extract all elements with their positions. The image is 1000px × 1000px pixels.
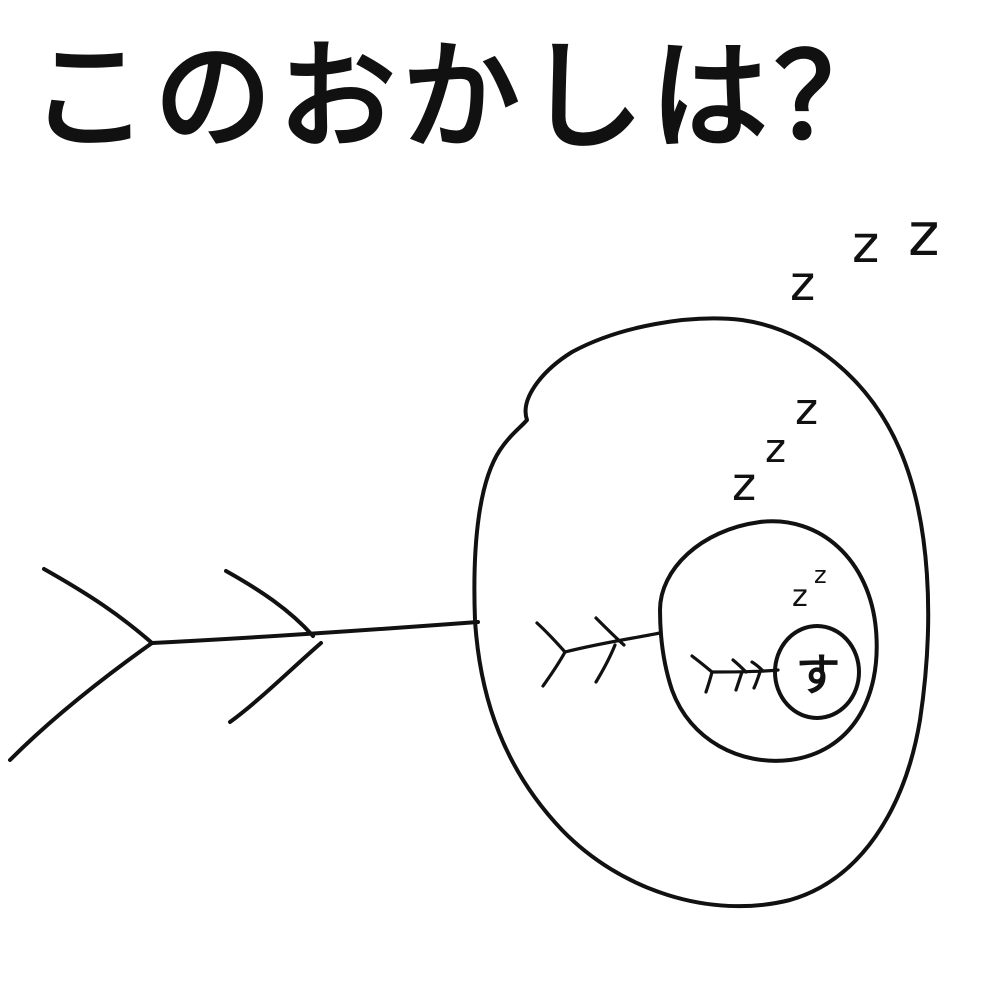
medium-tail-fin1-bottom [541,650,567,688]
snore-middle-z1: z [732,457,756,511]
small-tail-fin3-bottom [752,670,762,690]
title-text: このおかしは？ [30,28,898,166]
small-tail-fin1-bottom [704,670,714,694]
medium-fish-tail [535,616,662,688]
large-tail-fin2-bottom [228,641,323,724]
large-tail-fin1-bottom [8,641,154,762]
small-fish-tail [690,654,780,694]
small-tail-fin2-bottom [734,670,744,692]
medium-tail-stem [563,631,662,654]
large-tail-stem [150,620,480,645]
medium-tail-fin2-top [594,616,626,647]
snore-middle: z z z [732,384,818,511]
medium-tail-fin2-bottom [594,643,617,684]
snore-inner-z2: z [814,561,827,589]
large-body [472,316,931,909]
center-character: す [796,650,840,701]
medium-tail-fin1-top [535,621,567,654]
large-tail-fin1-top [42,567,154,645]
medium-body [658,519,879,763]
small-tail-fin3-top [750,660,765,673]
snore-outer-z2: z [852,215,879,275]
snore-inner-z1: z [792,579,808,614]
snore-middle-z3: z [795,384,818,435]
large-tail-fin2-top [224,569,315,638]
small-tail-fin1-top [690,654,714,674]
small-body [773,624,861,720]
snore-inner: z z [792,561,827,614]
snore-outer: z z z [790,200,940,312]
small-tail-fin2-top [731,658,748,674]
large-fish-tail [8,567,480,762]
snore-outer-z3: z [908,200,940,270]
snore-outer-z1: z [790,256,815,312]
snore-middle-z2: z [765,426,786,472]
